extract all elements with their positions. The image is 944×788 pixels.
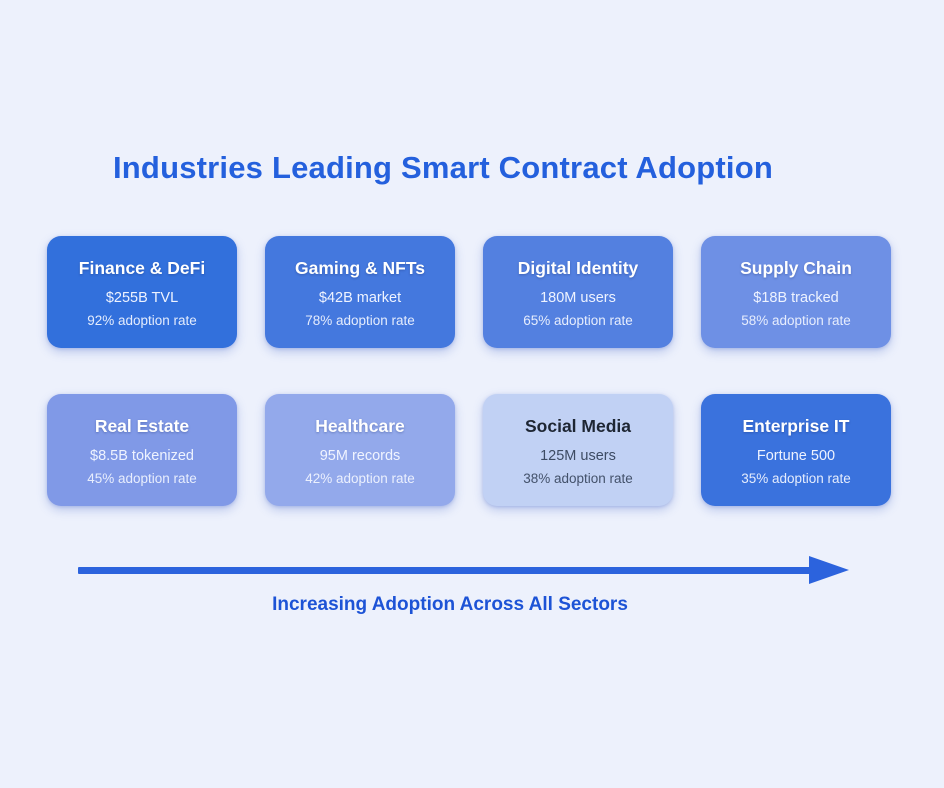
card-title: Digital Identity: [517, 258, 639, 278]
card-adoption-rate: 38% adoption rate: [523, 471, 633, 486]
card-title: Social Media: [524, 416, 631, 436]
card-metric: $18B tracked: [753, 290, 839, 306]
card-metric: $255B TVL: [105, 290, 179, 306]
arrow-line: [78, 566, 810, 574]
industry-card-digital-identity: Digital Identity 180M users 65% adoption…: [483, 236, 673, 348]
industry-card-social-media: Social Media 125M users 38% adoption rat…: [483, 394, 673, 506]
card-title: Healthcare: [315, 416, 405, 436]
card-metric: 180M users: [540, 290, 616, 306]
card-adoption-rate: 65% adoption rate: [523, 313, 633, 328]
industry-card-gaming-nfts: Gaming & NFTs $42B market 78% adoption r…: [265, 236, 455, 348]
card-title: Supply Chain: [740, 258, 852, 278]
card-title: Gaming & NFTs: [295, 258, 425, 278]
industry-card-supply-chain: Supply Chain $18B tracked 58% adoption r…: [701, 236, 891, 348]
card-metric: 125M users: [540, 448, 616, 464]
card-metric: Fortune 500: [756, 448, 836, 464]
card-title: Finance & DeFi: [78, 258, 206, 278]
industry-card-healthcare: Healthcare 95M records 42% adoption rate: [265, 394, 455, 506]
adoption-trend-arrow: [78, 556, 850, 584]
card-adoption-rate: 45% adoption rate: [87, 471, 197, 486]
card-metric: $42B market: [318, 290, 402, 306]
industry-card-real-estate: Real Estate $8.5B tokenized 45% adoption…: [47, 394, 237, 506]
card-adoption-rate: 42% adoption rate: [305, 471, 415, 486]
card-title: Real Estate: [94, 416, 190, 436]
industry-card-enterprise-it: Enterprise IT Fortune 500 35% adoption r…: [701, 394, 891, 506]
arrow-head-icon: [809, 556, 849, 584]
card-adoption-rate: 35% adoption rate: [741, 471, 851, 486]
card-adoption-rate: 92% adoption rate: [87, 313, 197, 328]
industry-cards-grid: Finance & DeFi $255B TVL 92% adoption ra…: [47, 236, 891, 506]
card-adoption-rate: 78% adoption rate: [305, 313, 415, 328]
card-metric: $8.5B tokenized: [90, 448, 194, 464]
card-metric: 95M records: [319, 448, 401, 464]
industry-card-finance-defi: Finance & DeFi $255B TVL 92% adoption ra…: [47, 236, 237, 348]
adoption-trend-label: Increasing Adoption Across All Sectors: [272, 594, 628, 615]
card-title: Enterprise IT: [742, 416, 850, 436]
page-title: Industries Leading Smart Contract Adopti…: [112, 150, 773, 185]
card-adoption-rate: 58% adoption rate: [741, 313, 851, 328]
